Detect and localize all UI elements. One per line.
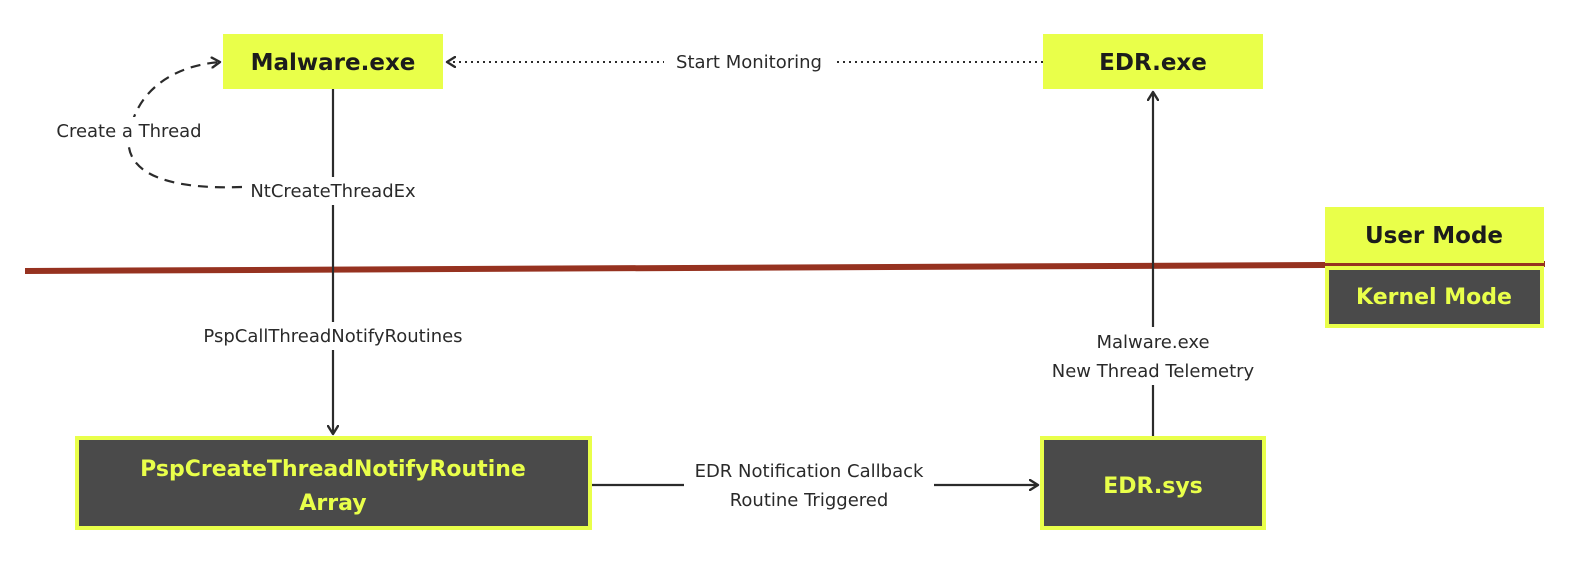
edge-nt-create-thread: NtCreateThreadEx PspCallThreadNotifyRout… <box>193 89 473 434</box>
malware-exe-label: Malware.exe <box>251 50 416 76</box>
kernel-mode-label: Kernel Mode <box>1356 285 1512 310</box>
malware-exe-node: Malware.exe <box>223 34 443 89</box>
telemetry-label-line1: Malware.exe <box>1096 332 1209 353</box>
kernel-mode-box <box>1325 266 1544 328</box>
psp-call-label: PspCallThreadNotifyRoutines <box>203 326 462 347</box>
edr-callback-label-line2: Routine Triggered <box>730 490 889 511</box>
edr-exe-label: EDR.exe <box>1099 50 1207 76</box>
notify-routine-array-label-line2: Array <box>299 491 366 516</box>
edr-sys-node: EDR.sys <box>1040 436 1266 530</box>
edge-edr-callback: EDR Notification Callback Routine Trigge… <box>591 456 1038 514</box>
nt-create-thread-label: NtCreateThreadEx <box>250 181 416 202</box>
notify-routine-array-label-line1: PspCreateThreadNotifyRoutine <box>140 457 526 482</box>
notify-routine-array-node: PspCreateThreadNotifyRoutine Array <box>75 436 592 530</box>
edr-sys-label: EDR.sys <box>1103 474 1203 499</box>
start-monitoring-label: Start Monitoring <box>676 52 822 73</box>
edge-telemetry: Malware.exe New Thread Telemetry <box>1044 92 1262 437</box>
telemetry-label-line2: New Thread Telemetry <box>1052 361 1255 382</box>
edr-callback-label-line1: EDR Notification Callback <box>695 461 924 482</box>
edr-exe-node: EDR.exe <box>1043 34 1263 89</box>
user-mode-label: User Mode <box>1365 223 1503 249</box>
user-kernel-boundary-line <box>24 261 1546 274</box>
edge-start-monitoring: Start Monitoring <box>447 48 1043 76</box>
edge-create-thread: Create a Thread <box>52 62 243 189</box>
create-thread-label: Create a Thread <box>56 121 201 142</box>
user-mode-box <box>1325 207 1544 263</box>
mode-legend: User Mode Kernel Mode <box>1325 207 1544 328</box>
